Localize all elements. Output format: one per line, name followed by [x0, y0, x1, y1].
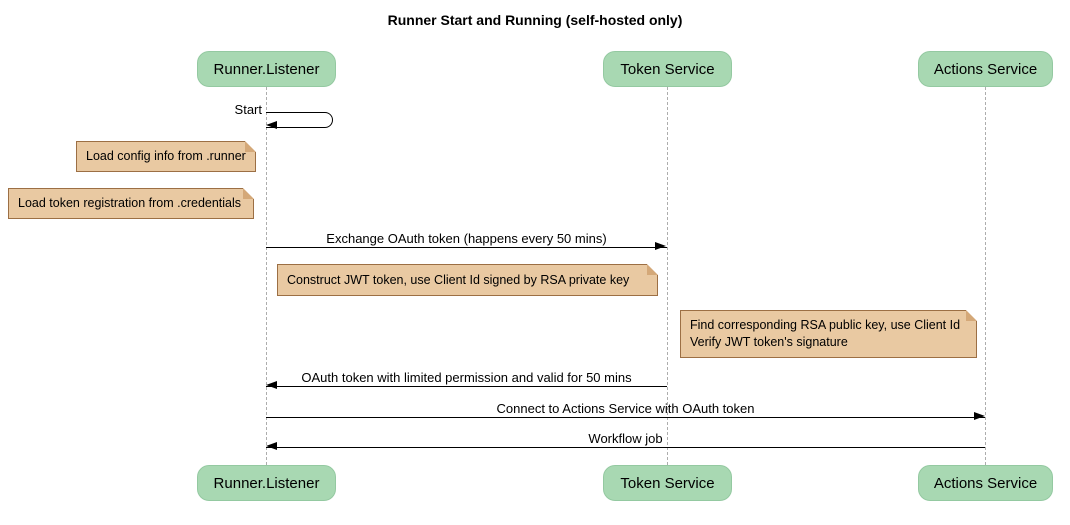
message-line-oauth-token-limited — [266, 386, 667, 387]
arrowhead-left-icon — [266, 381, 277, 389]
participant-actions-service-top: Actions Service — [918, 51, 1053, 87]
note-fold-icon — [647, 264, 658, 275]
message-label-exchange-oauth-token: Exchange OAuth token (happens every 50 m… — [326, 231, 607, 246]
note-construct-jwt: Construct JWT token, use Client Id signe… — [277, 264, 658, 296]
lifeline-actions-service — [985, 87, 986, 465]
message-label-workflow-job: Workflow job — [588, 431, 663, 446]
participant-token-service-top: Token Service — [603, 51, 732, 87]
note-load-token-registration: Load token registration from .credential… — [8, 188, 254, 219]
participant-actions-service-bottom: Actions Service — [918, 465, 1053, 501]
note-fold-icon — [966, 310, 977, 321]
note-find-rsa-public-key: Find corresponding RSA public key, use C… — [680, 310, 977, 358]
participant-runner-listener-bottom: Runner.Listener — [197, 465, 336, 501]
message-line-workflow-job — [266, 447, 985, 448]
participant-token-service-bottom: Token Service — [603, 465, 732, 501]
arrowhead-right-icon — [655, 242, 666, 250]
lifeline-token-service — [667, 87, 668, 465]
note-find-rsa-public-key-text: Find corresponding RSA public key, use C… — [690, 318, 961, 349]
diagram-title: Runner Start and Running (self-hosted on… — [387, 12, 683, 28]
lifeline-runner-listener — [266, 87, 267, 465]
arrowhead-start-left-icon — [266, 121, 277, 129]
message-line-connect-actions-service — [266, 417, 985, 418]
note-fold-icon — [245, 141, 256, 152]
note-load-config-text: Load config info from .runner — [86, 149, 246, 163]
note-fold-icon — [243, 188, 254, 199]
participant-runner-listener-top: Runner.Listener — [197, 51, 336, 87]
arrowhead-right-icon — [974, 412, 985, 420]
message-label-oauth-token-limited: OAuth token with limited permission and … — [301, 370, 632, 385]
self-message-loop — [266, 112, 333, 128]
note-construct-jwt-text: Construct JWT token, use Client Id signe… — [287, 272, 630, 287]
arrowhead-left-icon — [266, 442, 277, 450]
message-label-start: Start — [234, 102, 262, 117]
message-label-connect-actions-service: Connect to Actions Service with OAuth to… — [496, 401, 755, 416]
note-load-config: Load config info from .runner — [76, 141, 256, 172]
note-load-token-registration-text: Load token registration from .credential… — [18, 196, 242, 210]
message-line-exchange-oauth-token — [266, 247, 667, 248]
